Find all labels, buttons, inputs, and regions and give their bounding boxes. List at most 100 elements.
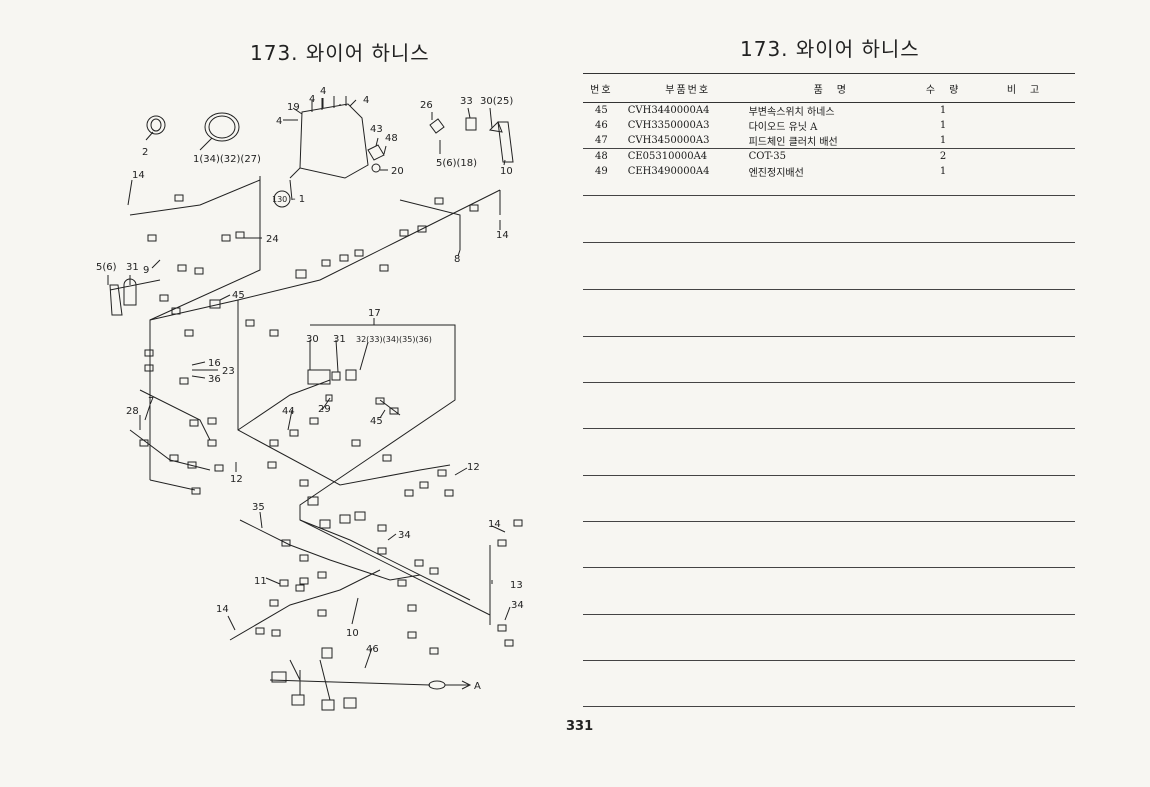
row-remark bbox=[973, 103, 1075, 119]
header-part-name: 품 명 bbox=[748, 73, 914, 103]
row-part-number: CVH3450000A3 bbox=[619, 133, 749, 149]
connector-marks bbox=[139, 194, 523, 655]
callout-4d: 4 bbox=[276, 116, 282, 127]
callout-2: 2 bbox=[142, 147, 148, 158]
callout-10a: 10 bbox=[500, 166, 513, 177]
row-divider bbox=[583, 428, 1075, 429]
callout-33: 33 bbox=[460, 96, 473, 107]
row-remark bbox=[973, 133, 1075, 149]
diagram-page: 173. 와이어 하니스 bbox=[0, 0, 570, 787]
row-quantity: 2 bbox=[939, 151, 947, 162]
wire-harness-diagram: 2 1(34)(32)(27) 19 4 4 4 4 26 33 30(25) … bbox=[96, 86, 524, 711]
table-row: 46 CVH3350000A3 다이오드 유닛 A 1 bbox=[583, 118, 1075, 133]
callout-14b: 14 bbox=[496, 230, 509, 241]
diode-unit bbox=[307, 369, 331, 385]
table-row: 48 CE05310000A4 COT-35 2 bbox=[583, 149, 1075, 165]
clamp-10 bbox=[497, 121, 514, 163]
callout-4a: 4 bbox=[309, 94, 315, 105]
row-divider bbox=[583, 289, 1075, 290]
callout-32-36: 32(33)(34)(35)(36) bbox=[356, 335, 432, 344]
callout-36: 36 bbox=[208, 374, 221, 385]
row-part-number: CVH3440000A4 bbox=[627, 105, 710, 116]
callout-130-1: - 1 bbox=[292, 194, 305, 205]
callout-16: 16 bbox=[208, 358, 221, 369]
row-remark bbox=[973, 118, 1075, 133]
callout-14a: 14 bbox=[132, 170, 145, 181]
row-divider bbox=[583, 614, 1075, 615]
callout-4b: 4 bbox=[320, 86, 326, 97]
callout-28: 28 bbox=[126, 406, 139, 417]
table-row: 49 CEH3490000A4 엔진정지배선 1 bbox=[583, 164, 1075, 179]
band-part-1 bbox=[204, 112, 240, 142]
row-number: 45 bbox=[594, 105, 608, 116]
table-header-row: 번호 부품번호 품 명 수 량 비 고 bbox=[583, 73, 1075, 103]
parts-table: 번호 부품번호 품 명 수 량 비 고 45 CVH3440000A4 부변속스… bbox=[583, 73, 1075, 179]
row-part-number: CEH3490000A4 bbox=[627, 166, 710, 177]
row-divider bbox=[583, 475, 1075, 476]
callout-8: 8 bbox=[454, 254, 460, 265]
row-part-name: COT-35 bbox=[748, 151, 786, 162]
callout-35: 35 bbox=[252, 502, 265, 513]
callout-20: 20 bbox=[391, 166, 404, 177]
row-divider bbox=[583, 242, 1075, 243]
callout-5-6-18: 5(6)(18) bbox=[436, 158, 477, 169]
callout-labels: 2 1(34)(32)(27) 19 4 4 4 4 26 33 30(25) … bbox=[96, 86, 524, 692]
row-part-number: CVH3350000A3 bbox=[627, 120, 710, 131]
table-row: 45 CVH3440000A4 부변속스위치 하네스 1 bbox=[583, 103, 1075, 119]
callout-45b: 45 bbox=[370, 416, 383, 427]
callout-14c: 14 bbox=[488, 519, 501, 530]
table-row: 47 CVH3450000A3 피드체인 클러치 배선 1 bbox=[583, 133, 1075, 149]
callout-31b: 31 bbox=[333, 334, 346, 345]
callout-24: 24 bbox=[266, 234, 279, 245]
row-divider bbox=[583, 521, 1075, 522]
callout-130: 130 bbox=[272, 195, 287, 204]
row-quantity: 1 bbox=[939, 166, 947, 177]
row-divider bbox=[583, 567, 1075, 568]
bracket-26 bbox=[429, 118, 445, 134]
callout-19: 19 bbox=[287, 102, 300, 113]
callout-45a: 45 bbox=[232, 290, 245, 301]
row-quantity: 1 bbox=[939, 120, 947, 131]
page-number: 331 bbox=[566, 719, 594, 734]
callout-12a: 12 bbox=[467, 462, 480, 473]
row-number: 46 bbox=[594, 120, 608, 131]
callout-29: 29 bbox=[318, 404, 331, 415]
row-part-number: CE05310000A4 bbox=[627, 151, 708, 162]
callout-12b: 12 bbox=[230, 474, 243, 485]
callout-31a: 31 bbox=[126, 262, 139, 273]
row-remark bbox=[973, 149, 1075, 165]
callout-9: 9 bbox=[143, 265, 149, 276]
callout-11: 11 bbox=[254, 576, 267, 587]
diagram-title: 173. 와이어 하니스 bbox=[250, 41, 430, 65]
callout-14d: 14 bbox=[216, 604, 229, 615]
callout-43: 43 bbox=[370, 124, 383, 135]
row-divider bbox=[583, 706, 1075, 707]
callout-13: 13 bbox=[510, 580, 523, 591]
callout-7: 7 bbox=[148, 396, 154, 407]
row-divider bbox=[583, 336, 1075, 337]
callout-A: A bbox=[474, 681, 481, 692]
row-quantity: 1 bbox=[913, 133, 974, 149]
callout-10b: 10 bbox=[346, 628, 359, 639]
row-divider bbox=[583, 660, 1075, 661]
callout-5-6: 5(6) bbox=[96, 262, 117, 273]
row-divider bbox=[583, 195, 1075, 196]
parts-list-page: 173. 와이어 하니스 번호 부품번호 품 명 수 량 비 고 45 CVH3… bbox=[575, 0, 1150, 787]
callout-30-25: 30(25) bbox=[480, 96, 513, 107]
header-number: 번호 bbox=[583, 73, 620, 103]
callout-44: 44 bbox=[282, 406, 295, 417]
callout-17: 17 bbox=[368, 308, 381, 319]
clamp-31 bbox=[123, 278, 137, 306]
callout-23: 23 bbox=[222, 366, 235, 377]
clamp-5 bbox=[109, 284, 123, 316]
bracket-30 bbox=[488, 121, 503, 133]
row-divider bbox=[583, 382, 1075, 383]
row-number: 48 bbox=[594, 151, 608, 162]
callout-30: 30 bbox=[306, 334, 319, 345]
callout-34a: 34 bbox=[398, 530, 411, 541]
ring-part-2 bbox=[146, 115, 166, 135]
callout-46: 46 bbox=[366, 644, 379, 655]
callout-26: 26 bbox=[420, 100, 433, 111]
header-quantity: 수 량 bbox=[913, 73, 974, 103]
callout-1: 1(34)(32)(27) bbox=[193, 154, 261, 165]
